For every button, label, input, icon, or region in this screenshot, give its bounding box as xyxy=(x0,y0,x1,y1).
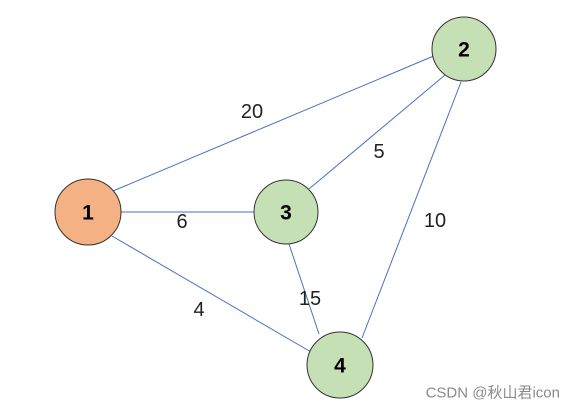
node-3-label: 3 xyxy=(280,202,292,225)
node-1-label: 1 xyxy=(82,202,94,225)
edge-2-3 xyxy=(308,74,446,190)
edge-weight-3-4: 15 xyxy=(299,288,321,310)
node-1: 1 xyxy=(54,178,122,246)
edge-3-4 xyxy=(288,243,320,335)
edge-weight-2-3: 5 xyxy=(373,141,384,163)
edge-weight-2-4: 10 xyxy=(424,210,446,232)
node-3-circle xyxy=(253,179,319,245)
edge-weight-1-3: 6 xyxy=(176,211,187,233)
edge-2-4 xyxy=(361,81,462,339)
node-3: 3 xyxy=(253,179,319,245)
edge-weight-1-2: 20 xyxy=(241,101,263,123)
node-4: 4 xyxy=(306,331,374,399)
node-2-circle xyxy=(431,16,497,82)
node-1-circle xyxy=(54,178,122,246)
node-4-circle xyxy=(306,331,374,399)
node-2: 2 xyxy=(431,16,497,82)
watermark: CSDN @秋山君icon xyxy=(426,385,560,402)
node-2-label: 2 xyxy=(458,39,470,62)
edge-1-2 xyxy=(112,54,437,192)
edge-1-4 xyxy=(111,235,312,353)
edge-weight-1-4: 4 xyxy=(193,299,204,321)
node-4-label: 4 xyxy=(334,355,346,378)
